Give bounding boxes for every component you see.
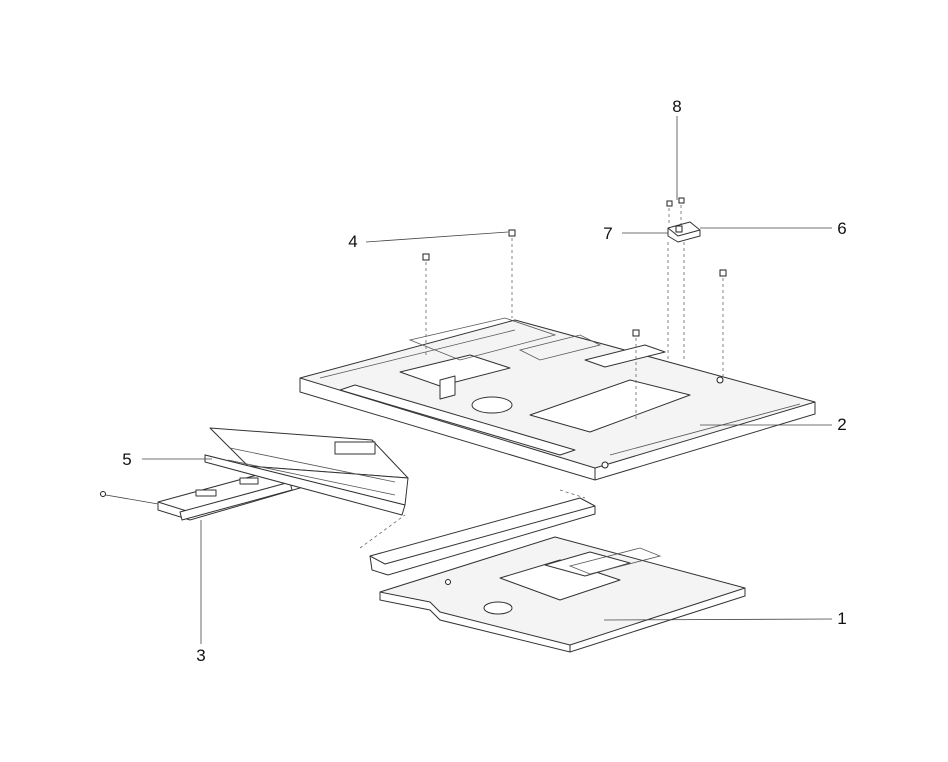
callout-8: 8 <box>672 97 682 116</box>
callout-3: 3 <box>196 646 206 665</box>
part-6-7-8-bracket <box>666 197 701 362</box>
callout-4: 4 <box>348 232 358 251</box>
part-1-base-plate <box>379 536 746 653</box>
callout-6: 6 <box>837 219 847 238</box>
part-5-upper-rail <box>204 427 409 516</box>
part-4-screws <box>422 229 727 420</box>
callout-7: 7 <box>603 224 613 243</box>
callout-2: 2 <box>837 415 847 434</box>
callout-5: 5 <box>122 450 132 469</box>
part-2-main-frame <box>299 317 816 481</box>
leader-lines <box>142 116 833 644</box>
middle-rail <box>359 489 596 585</box>
callout-1: 1 <box>837 609 847 628</box>
part-3-lower-rail <box>99 471 301 521</box>
